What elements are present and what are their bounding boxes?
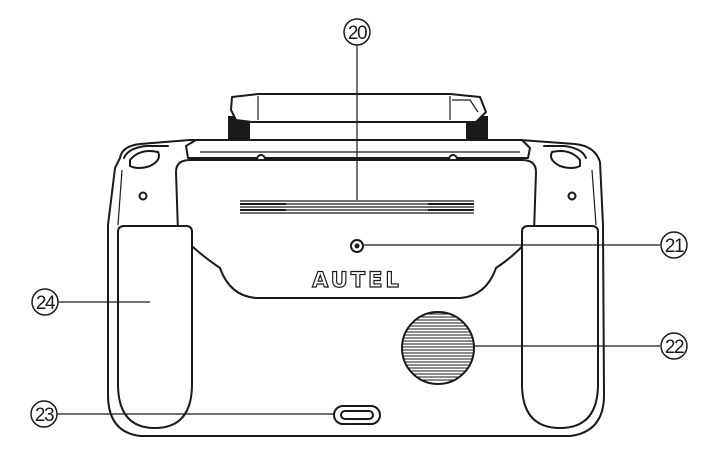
callout-22: 22 [660, 332, 688, 360]
shoulder-button-right [550, 150, 581, 169]
back-button-hole [350, 239, 364, 253]
callout-24: 24 [31, 288, 59, 316]
callout-21: 21 [660, 231, 688, 259]
top-rail [185, 139, 531, 159]
right-grip [521, 225, 599, 429]
clamp-bar [230, 93, 487, 123]
callout-22-label: 22 [665, 337, 684, 358]
clamp-hinge-left [228, 116, 250, 142]
callout-20: 20 [343, 18, 371, 46]
top-clamp [228, 93, 488, 142]
center-panel [175, 159, 537, 299]
rear-vent [240, 200, 474, 214]
callout-20-label: 20 [348, 23, 367, 44]
shoulder-right [543, 145, 587, 159]
callout-23-label: 23 [35, 405, 54, 426]
callout-21-label: 21 [665, 236, 684, 257]
left-grip [117, 225, 193, 429]
bottom-port [333, 405, 381, 425]
screw-left [138, 191, 148, 201]
callout-23: 23 [30, 400, 58, 428]
callout-24-label: 24 [36, 293, 56, 314]
shoulder-left [123, 145, 169, 159]
brand-logo: AUTEL [312, 268, 402, 292]
screw-right [567, 191, 577, 201]
shoulder-button-left [129, 150, 160, 169]
